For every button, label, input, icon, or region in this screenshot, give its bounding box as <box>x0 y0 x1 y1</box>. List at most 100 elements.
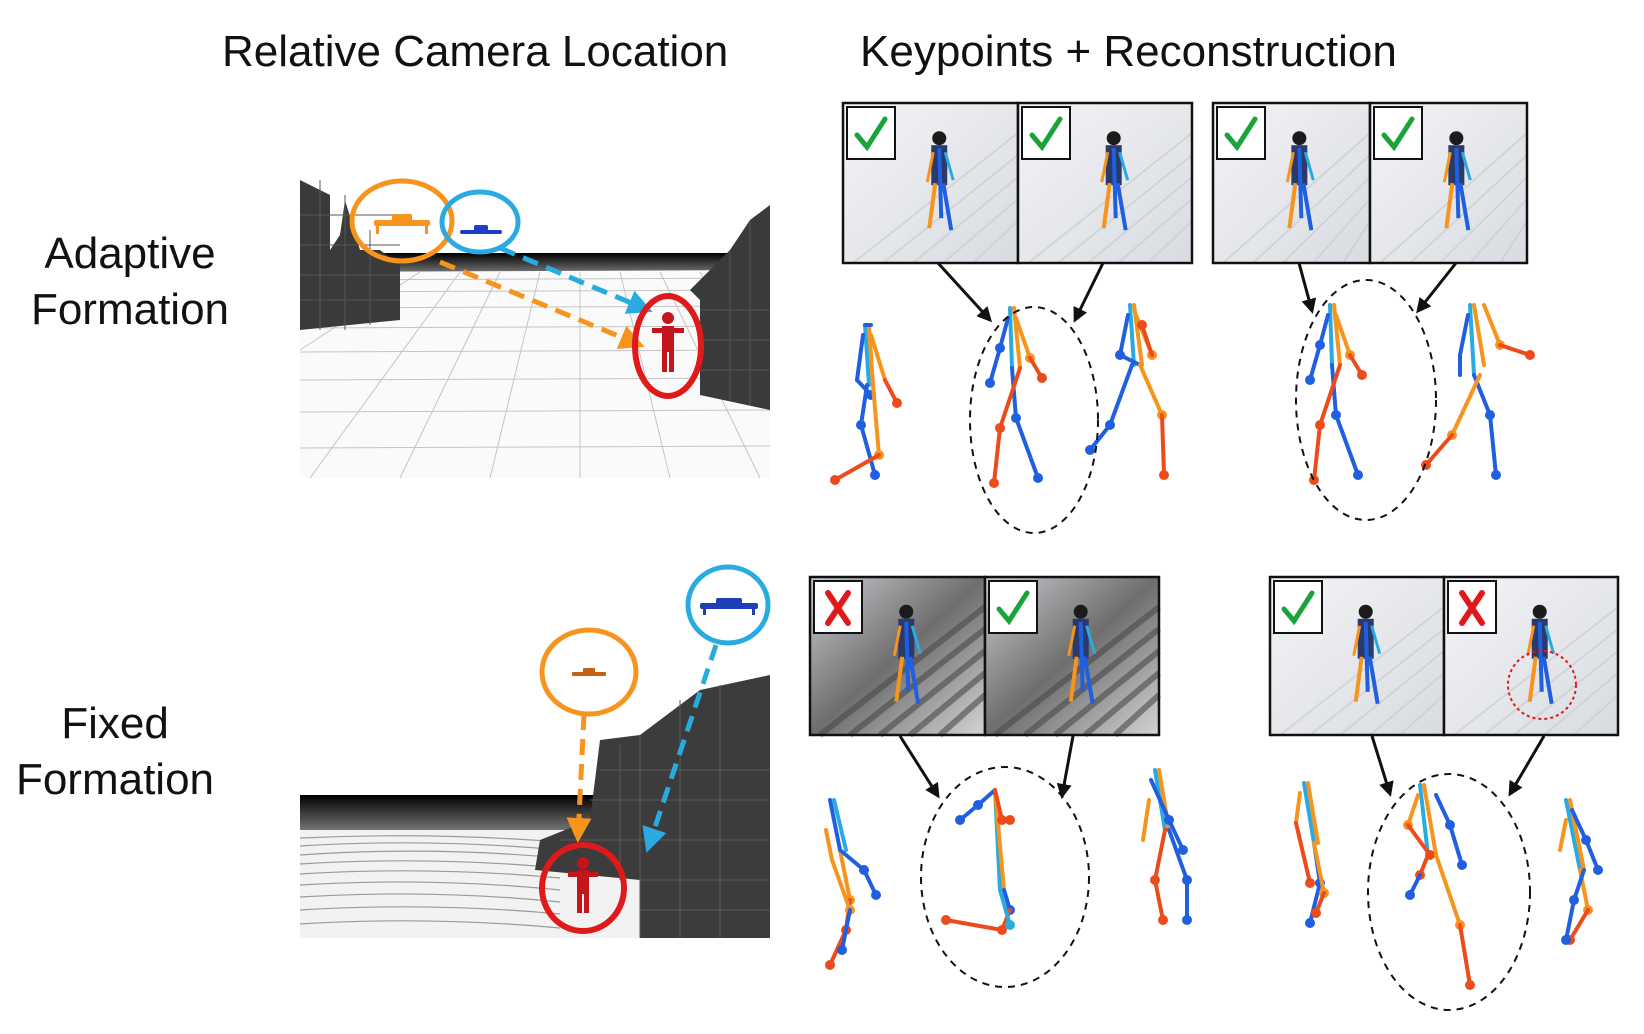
skeleton-limb <box>838 848 852 902</box>
skeleton-joint <box>1561 935 1571 945</box>
keypoint-limb <box>1301 182 1314 231</box>
skeleton-limb <box>1294 821 1312 885</box>
keypoint-limb <box>1544 625 1556 655</box>
ground-track <box>912 176 1019 264</box>
person-head <box>1449 131 1464 146</box>
skeleton-joint <box>1005 815 1015 825</box>
skeleton-figure <box>1294 781 1329 928</box>
blue-drone-icon <box>460 225 502 234</box>
skeleton-limb <box>1014 316 1032 360</box>
skeleton-limb <box>1140 323 1154 357</box>
ground-track <box>1379 132 1528 264</box>
skeleton-limb <box>1153 878 1165 922</box>
keypoint-limb <box>1100 151 1110 183</box>
keypoint-limb <box>943 151 955 181</box>
fixed-simulation-scene <box>299 564 771 938</box>
ground-track <box>1279 606 1445 736</box>
skeleton-limb <box>1014 416 1040 480</box>
keypoint-limb <box>927 182 938 229</box>
keypoint-image <box>1211 101 1372 265</box>
ground-track <box>1469 198 1528 264</box>
keypoint-limb <box>937 148 944 219</box>
reconstruction-highlight <box>969 306 1099 534</box>
skeleton-limb <box>855 333 865 382</box>
ground-track <box>942 198 1019 264</box>
keypoint-limb <box>1454 148 1461 219</box>
ground-track <box>1087 176 1193 264</box>
skeleton-limb <box>1564 798 1582 872</box>
keypoint-limb <box>1068 656 1079 703</box>
keypoint-image <box>983 575 1162 738</box>
ground-track <box>1083 670 1161 738</box>
check-mark-badge <box>1021 106 1071 160</box>
ground-track <box>1543 672 1619 736</box>
skeleton-joint <box>825 960 835 970</box>
skeleton-limb <box>1108 363 1134 427</box>
ground-track <box>1053 648 1161 738</box>
skeleton-limb <box>1418 783 1430 857</box>
ground-track <box>972 220 1019 264</box>
ground-track <box>1023 626 1161 738</box>
skeleton-figure <box>824 798 881 970</box>
keypoint-limb <box>1363 621 1370 692</box>
skeleton-limb <box>1160 413 1166 477</box>
skeleton-limb <box>1306 781 1320 845</box>
skeleton-limb <box>1564 898 1576 942</box>
ground-track <box>1499 220 1528 264</box>
skeleton-limb <box>1088 423 1112 452</box>
pair-to-reconstruction-arrows <box>898 261 1546 799</box>
skeleton-limb <box>1458 923 1472 987</box>
person-marker <box>632 293 704 399</box>
person-head <box>1292 131 1307 146</box>
skeleton-joint <box>985 378 995 388</box>
keypoint-limb <box>1297 148 1304 219</box>
check-mark-badge <box>846 106 896 160</box>
skeleton-limb <box>944 918 1004 932</box>
ground-track <box>1369 672 1445 736</box>
image-frame <box>1442 575 1620 737</box>
skeleton-joint <box>1033 473 1043 483</box>
check-icon <box>1381 116 1415 152</box>
check-icon <box>1224 116 1258 152</box>
skeleton-limb <box>1472 303 1486 367</box>
skeleton-limb <box>998 316 1010 350</box>
keypoint-limb <box>1352 625 1362 657</box>
keypoint-limb <box>1111 148 1118 219</box>
cross-mark-badge <box>1447 580 1497 634</box>
ground-track <box>993 604 1161 738</box>
check-icon <box>996 590 1030 626</box>
keypoint-limb <box>941 182 954 231</box>
ground-track <box>1222 132 1371 264</box>
heading-keypoints-reconstruction: Keypoints + Reconstruction <box>860 27 1397 76</box>
keypoint-limb <box>1527 656 1538 703</box>
skeleton-limb <box>1312 841 1326 895</box>
keypoint-limb <box>1082 656 1095 705</box>
skeleton-reconstructions <box>824 303 1603 990</box>
skeleton-figure <box>1421 303 1535 480</box>
skeleton-joint <box>1005 920 1015 930</box>
skeleton-limb <box>1010 366 1018 420</box>
keypoint-limb <box>1458 182 1471 231</box>
keypoint-limb <box>1115 182 1128 231</box>
skeleton-limb <box>1128 303 1136 367</box>
skeleton-joint <box>1593 865 1603 875</box>
skeleton-limb <box>824 828 834 862</box>
skeleton-limb <box>1572 868 1586 902</box>
skeleton-joint <box>892 398 902 408</box>
keypoint-limb <box>925 151 935 183</box>
ground-track <box>818 604 987 738</box>
keypoint-image-pairs <box>808 101 1620 738</box>
ground-track <box>1252 154 1371 264</box>
keypoint-limb <box>1442 151 1452 183</box>
skeleton-limb <box>1318 363 1342 427</box>
skeleton-limb <box>998 888 1012 927</box>
skeleton-limb <box>1330 363 1338 417</box>
ground-track <box>908 670 987 738</box>
skeleton-limb <box>1008 306 1014 370</box>
keypoint-image <box>808 575 987 738</box>
person-head <box>1532 604 1547 619</box>
skeleton-joint <box>1037 373 1047 383</box>
reconstruction-highlight <box>920 766 1090 988</box>
skeleton-limb <box>1488 413 1498 477</box>
